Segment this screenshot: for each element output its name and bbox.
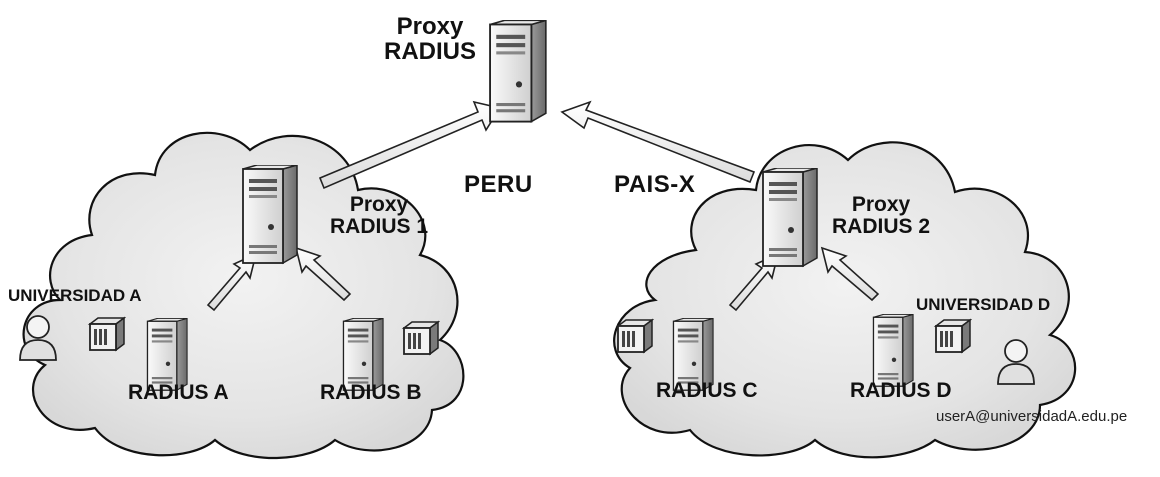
proxy2-label: Proxy RADIUS 2 (826, 194, 936, 238)
radius-d-server-icon (873, 314, 913, 386)
radius-d-label: RADIUS D (850, 380, 952, 402)
user-email-label: userA@universidadA.edu.pe (936, 408, 1127, 425)
university-a-label: UNIVERSIDAD A (8, 287, 142, 305)
proxy1-line1: Proxy (324, 194, 434, 216)
top-proxy-line1: Proxy (380, 14, 480, 39)
region-left-label: PERU (464, 172, 533, 197)
university-d-label: UNIVERSIDAD D (916, 296, 1050, 314)
device-c-icon (618, 320, 652, 352)
radius-a-server-icon (147, 318, 187, 390)
top-proxy-label: Proxy RADIUS (380, 14, 480, 64)
proxy-radius-1-server-icon (243, 165, 297, 263)
proxy2-line2: RADIUS 2 (826, 216, 936, 238)
radius-c-label: RADIUS C (656, 380, 758, 402)
radius-b-label: RADIUS B (320, 382, 422, 404)
proxy-radius-server-icon (490, 20, 546, 121)
proxy1-line2: RADIUS 1 (324, 216, 434, 238)
radius-b-server-icon (343, 318, 383, 390)
region-right-label: PAIS-X (614, 172, 695, 197)
proxy2-line1: Proxy (826, 194, 936, 216)
device-d-icon (936, 320, 970, 352)
device-a-icon (90, 318, 124, 350)
arrow-proxy2-to-top (562, 102, 754, 182)
radius-a-label: RADIUS A (128, 382, 229, 404)
proxy1-label: Proxy RADIUS 1 (324, 194, 434, 238)
device-b-icon (404, 322, 438, 354)
top-proxy-line2: RADIUS (380, 39, 480, 64)
proxy-radius-2-server-icon (763, 168, 817, 266)
